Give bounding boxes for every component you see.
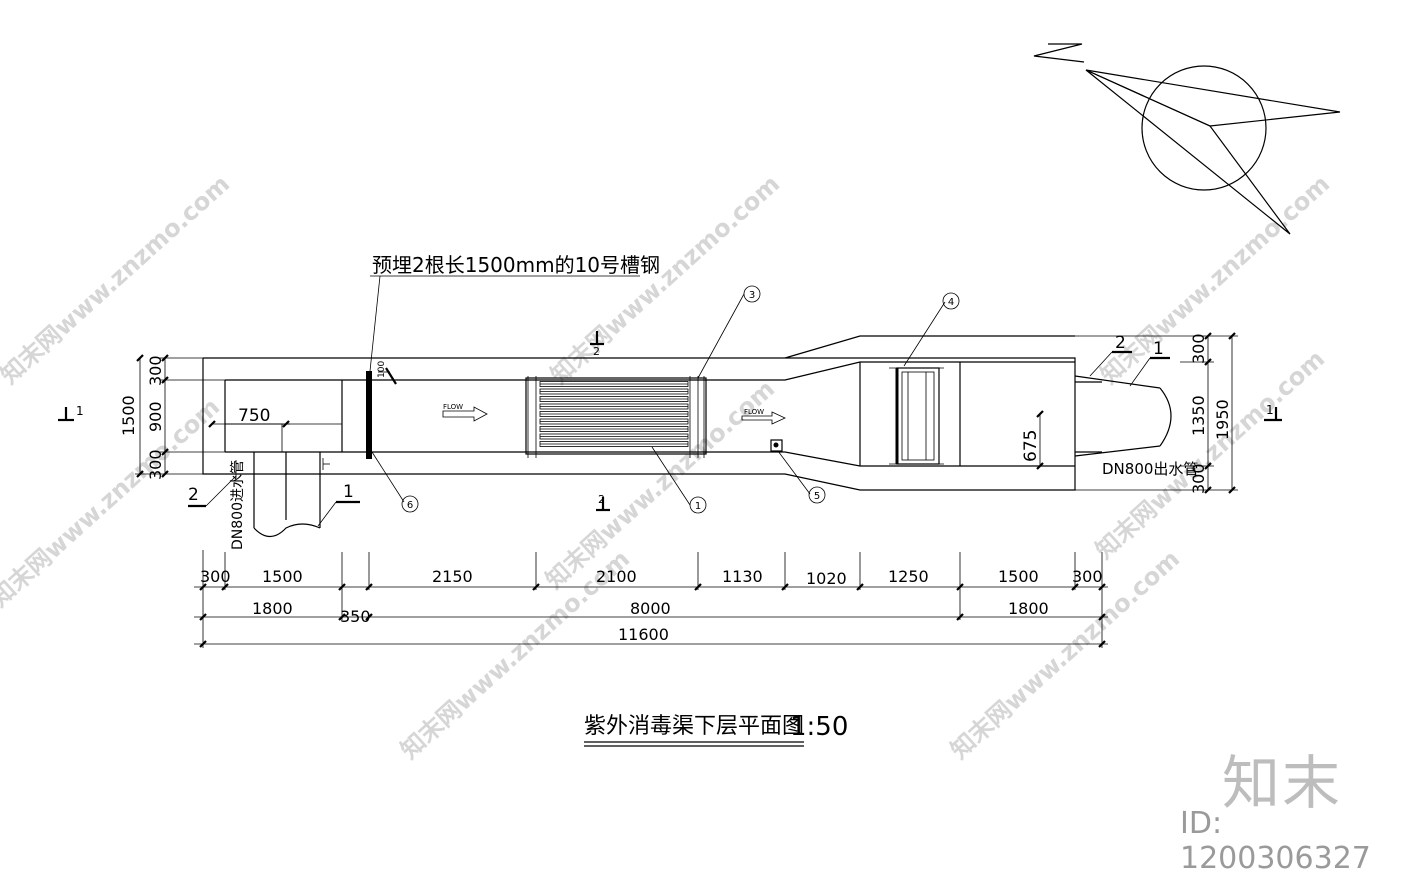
flow-arrows: FLOW FLOW	[442, 403, 786, 425]
dim-row1-300-right: 300	[1072, 567, 1103, 586]
dim-row2-350: 350	[340, 607, 371, 626]
lamp-sleeve	[539, 388, 689, 395]
right-dimensions: 300 1350 300 1950	[1075, 332, 1238, 494]
dim-left-900: 900	[146, 401, 165, 432]
callout-5: 5	[814, 491, 820, 502]
pipe-outlet-label: DN800出水管	[1102, 460, 1198, 478]
dim-row1-1020: 1020	[806, 569, 847, 588]
lamp-sleeve	[539, 426, 689, 432]
lamp-rows	[539, 381, 689, 447]
inlet-pipe	[235, 452, 330, 538]
callout-4: 4	[948, 297, 954, 308]
dim-row1-2150: 2150	[432, 567, 473, 586]
dim-row2-1800-right: 1800	[1008, 599, 1049, 618]
section-1-left: 1	[76, 404, 84, 418]
dim-right-1350: 1350	[1189, 395, 1208, 436]
title-scale: 1:50	[790, 712, 848, 742]
section-markers: 1 1 2 2 2 1 2 1	[58, 331, 1282, 527]
section-2-right: 2	[1115, 333, 1126, 353]
lamp-sleeve	[539, 433, 689, 440]
section-2-bottom: 2	[598, 493, 605, 506]
drawing-title: 紫外消毒渠下层平面图 1:50	[584, 712, 848, 747]
dim-right-300-bottom: 300	[1189, 463, 1208, 494]
watermark-2: 知末网www.znzmo.com	[545, 170, 785, 390]
dim-row1-1500-right: 1500	[998, 567, 1039, 586]
dim-left-1500: 1500	[119, 395, 138, 436]
dim-750: 750	[238, 406, 270, 426]
lamp-sleeve	[539, 403, 689, 410]
inner-dimensions: 750 675 100	[208, 361, 1044, 470]
watermark-1: 知末网www.znzmo.com	[0, 170, 235, 390]
dim-row1-1130: 1130	[722, 567, 763, 586]
north-arrow	[1033, 43, 1341, 235]
dim-row1-1250: 1250	[888, 567, 929, 586]
callout-3: 3	[749, 290, 755, 301]
dim-total: 11600	[618, 625, 669, 644]
level-gate	[889, 367, 944, 465]
dim-left-300-bottom: 300	[146, 449, 165, 480]
section-2-left: 2	[188, 485, 199, 505]
outlet-pipe	[1074, 375, 1172, 457]
watermark-8: 知末网www.znzmo.com	[945, 545, 1185, 765]
flow-label-1: FLOW	[443, 403, 463, 411]
callout-1: 1	[695, 501, 701, 512]
lamp-sleeve	[539, 441, 689, 447]
channel-outline	[202, 335, 1076, 491]
dim-right-1950: 1950	[1213, 399, 1232, 440]
section-2-top: 2	[593, 345, 600, 358]
section-1-right: 1	[1266, 403, 1274, 417]
dim-right-300-top: 300	[1189, 333, 1208, 364]
section-1-right-upper: 1	[1153, 339, 1164, 359]
brand-logo: 知末	[1222, 749, 1343, 817]
dim-row1-300-left: 300	[200, 567, 231, 586]
callout-6: 6	[407, 500, 413, 511]
sensor-box	[770, 439, 783, 452]
section-1-lower: 1	[343, 482, 354, 502]
lamp-sleeve	[539, 396, 689, 402]
lamp-sleeve	[539, 381, 689, 387]
dim-row1-1500-left: 1500	[262, 567, 303, 586]
lamp-sleeve	[539, 411, 689, 417]
bottom-dimensions: 300 1500 2150 2100 1130 1020 1250 1500 3…	[194, 550, 1108, 648]
dim-100: 100	[377, 361, 387, 378]
embedded-steel-note: 预埋2根长1500mm的10号槽钢	[372, 253, 660, 277]
flow-label-2: FLOW	[744, 408, 764, 416]
lamp-sleeve	[539, 418, 689, 425]
channel-steel	[366, 275, 640, 459]
dim-row2-8000: 8000	[630, 599, 671, 618]
dim-675: 675	[1021, 430, 1041, 462]
pipe-inlet-label: DN800进水管	[230, 460, 246, 550]
dim-row2-1800-left: 1800	[252, 599, 293, 618]
callouts: 1 3 4 5 6	[371, 285, 960, 514]
left-dimensions: 300 900 300 1500	[119, 354, 225, 480]
title-text: 紫外消毒渠下层平面图	[584, 714, 804, 739]
uv-lamp-module	[525, 376, 707, 458]
dim-row1-2100: 2100	[596, 567, 637, 586]
dim-left-300-top: 300	[146, 355, 165, 386]
